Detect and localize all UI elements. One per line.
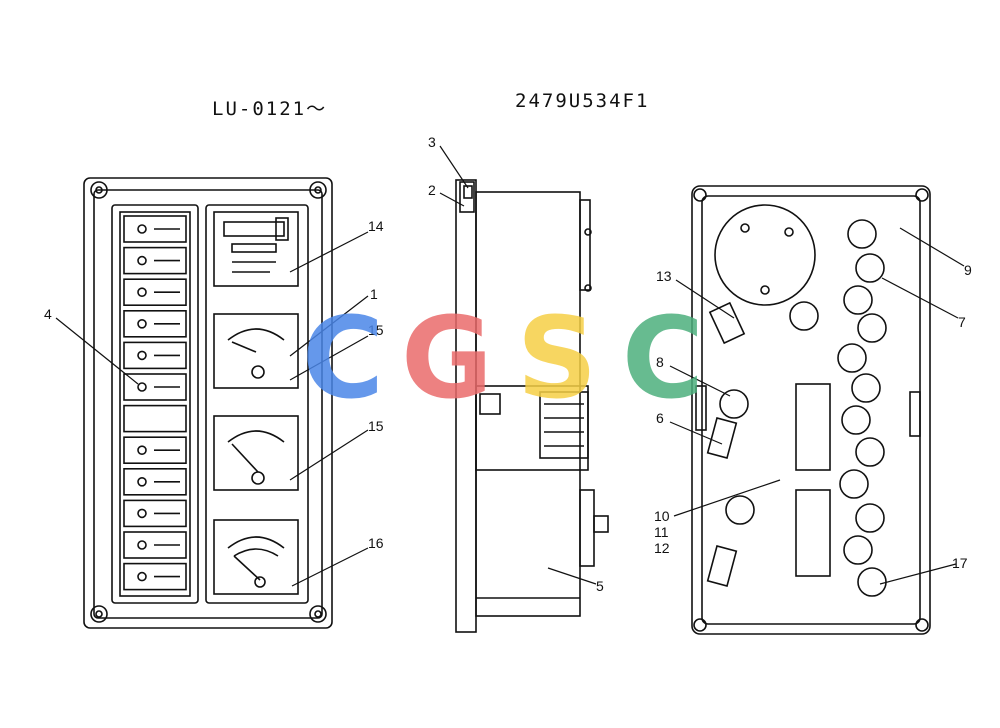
warning-lamp <box>123 404 187 433</box>
lamp-symbol-icon <box>137 476 147 487</box>
callout-c1: 1 <box>370 286 378 302</box>
lamp-symbol-icon <box>137 224 147 234</box>
connector-socket <box>857 567 887 597</box>
warning-lamp <box>123 436 187 465</box>
warning-lamp-column <box>111 204 199 604</box>
warning-lamp <box>123 246 187 275</box>
callout-c2: 2 <box>428 182 436 198</box>
connector-socket <box>855 437 885 467</box>
watermark-letter: C <box>622 305 704 415</box>
callout-c5: 5 <box>596 578 604 594</box>
connector-socket <box>855 503 885 533</box>
warning-lamp <box>123 531 187 559</box>
side-view-panel <box>455 179 609 633</box>
connector-socket <box>857 313 887 343</box>
header-model-range: LU-0121〜 <box>212 98 328 120</box>
warning-lamp <box>123 499 187 528</box>
lamp-symbol-icon <box>137 445 147 456</box>
callout-c16: 16 <box>368 535 384 551</box>
warning-lamp <box>123 373 187 401</box>
warning-lamp <box>123 467 187 496</box>
connector-socket <box>789 301 819 331</box>
header-part-number: 2479U534F1 <box>515 90 650 112</box>
watermark-letter: G <box>401 305 493 415</box>
callout-c10: 10 <box>654 508 670 524</box>
callout-c14: 14 <box>368 218 384 234</box>
warning-lamp <box>123 278 187 307</box>
callout-c6: 6 <box>656 410 664 426</box>
connector-socket <box>847 219 877 249</box>
callout-c12: 12 <box>654 540 670 556</box>
watermark-letter: S <box>517 305 598 415</box>
leader-lines <box>55 145 965 587</box>
lamp-symbol-icon <box>137 287 147 298</box>
warning-lamp <box>123 341 187 370</box>
callout-c8: 8 <box>656 354 664 370</box>
lamp-symbol-icon <box>137 255 147 266</box>
watermark-letter: C <box>302 305 384 415</box>
connector-socket <box>725 495 755 525</box>
gauge-column <box>205 204 309 604</box>
connector-socket <box>843 535 873 565</box>
lamp-symbol-icon <box>137 382 147 392</box>
callout-c15a: 15 <box>368 322 384 338</box>
connector-socket <box>839 469 869 499</box>
warning-lamp <box>123 309 187 338</box>
lamp-symbol-icon <box>137 508 147 519</box>
lamp-symbol-icon <box>137 571 147 582</box>
front-view-panel <box>83 177 333 629</box>
rear-view-panel <box>691 185 931 635</box>
lamp-symbol-icon <box>137 318 147 329</box>
connector-socket <box>851 373 881 403</box>
connector-socket <box>719 389 749 419</box>
callout-c11: 11 <box>654 524 669 540</box>
connector-socket <box>843 285 873 315</box>
warning-lamp <box>123 562 187 591</box>
callout-c4: 4 <box>44 306 52 322</box>
callout-c3: 3 <box>428 134 436 150</box>
connector-socket <box>855 253 885 283</box>
callout-c17: 17 <box>952 555 968 571</box>
connector-socket <box>841 405 871 435</box>
connector-socket <box>837 343 867 373</box>
lamp-symbol-icon <box>137 540 147 550</box>
lamp-symbol-icon <box>137 350 147 361</box>
callout-c15b: 15 <box>368 418 384 434</box>
callout-c9: 9 <box>964 262 972 278</box>
callout-c7: 7 <box>958 314 966 330</box>
callout-c13: 13 <box>656 268 672 284</box>
warning-lamp <box>123 215 187 243</box>
